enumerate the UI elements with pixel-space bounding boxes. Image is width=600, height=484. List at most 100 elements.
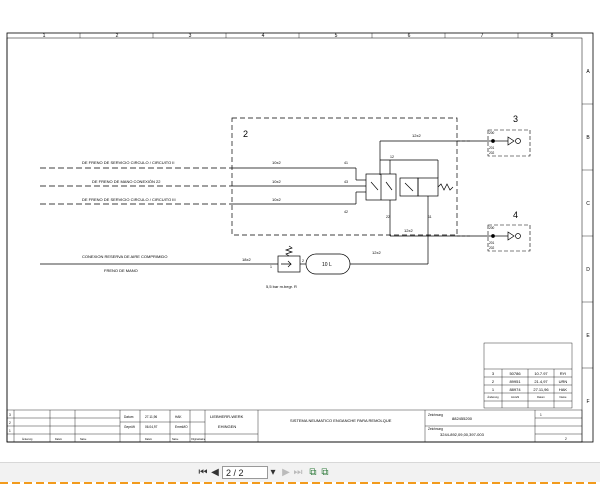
schematic-drawing: 1 2 3 4 5 6 7 8 A B C D E F 2 3 4 200 20… <box>6 32 594 443</box>
service-circuit-2-label: DE FRENO DE SERVICIO CIRCULO / CIRCUITO … <box>82 160 175 165</box>
section-2-box <box>231 117 458 236</box>
rev-cell: 3 <box>492 371 495 376</box>
port-label: 11 <box>428 215 432 219</box>
pipe-top <box>379 140 493 175</box>
revision-table <box>483 342 573 409</box>
rev-cell: HAK <box>559 387 568 392</box>
drawing-viewer: 1 2 3 4 5 6 7 8 A B C D E F 2 3 4 200 20… <box>6 32 594 443</box>
title-check-label: Geprüft <box>124 425 135 429</box>
column-label: 2 <box>116 33 119 39</box>
connector-label: 200 <box>489 226 495 230</box>
pipe-label: 18x2 <box>242 257 251 262</box>
rev-cell: URN <box>559 379 568 384</box>
row-ruler <box>582 103 593 369</box>
handbrake-label: DE FRENO DE MANO CONEXIÓN 22 <box>92 179 161 184</box>
company-name: LIEBHERR-WERK <box>210 414 244 419</box>
next-page-button[interactable]: ▶ <box>282 467 290 478</box>
sheet-code: 3244-892,09,00,397-003 <box>440 432 485 437</box>
last-page-button[interactable]: ⏭ <box>293 467 303 478</box>
drawing-no-label: Zeichnung <box>428 413 443 417</box>
row-label: B <box>586 135 590 141</box>
connector-label: 200 <box>489 131 495 135</box>
sheet-index: 1 <box>540 413 542 417</box>
pdf-toolbar: ⏮ ◀ 2 / 2 ▾ ▶ ⏭ ⧉ ⧉ <box>0 462 600 484</box>
tank-label: 10 L <box>322 262 332 268</box>
pipe-label: 10x2 <box>272 160 281 165</box>
title-sub-label: Name <box>172 438 179 441</box>
title-rev-footer: Name <box>80 438 87 441</box>
title-sub-label: Datum <box>145 438 152 441</box>
duplicate-icon[interactable]: ⧉ <box>321 467 329 478</box>
row-label: A <box>586 69 590 75</box>
title-rev-footer: Änderung <box>22 438 33 441</box>
connector-label: 201 <box>489 241 495 245</box>
title-day-name: HAK <box>175 415 182 419</box>
column-label: 3 <box>189 33 192 39</box>
outer-frame <box>6 32 594 443</box>
sheet-label: Zeichnung <box>428 427 443 431</box>
prev-page-button[interactable]: ◀ <box>211 467 219 478</box>
relief-label: 5,5 bar m.begr. R <box>266 284 297 289</box>
title-rev-index: 3 <box>9 413 11 417</box>
relief-valve <box>277 245 301 273</box>
port-label: 12 <box>390 155 394 159</box>
air-tank <box>305 253 351 275</box>
port-label: 42 <box>344 210 348 214</box>
column-label: 6 <box>408 33 411 39</box>
column-label: 5 <box>335 33 338 39</box>
column-ruler <box>79 33 519 38</box>
sheet-index: 2 <box>565 437 567 441</box>
title-check-value: 06.04,97 <box>145 425 158 429</box>
rev-cell: 10.7.97 <box>534 371 548 376</box>
rev-footer: Änderung <box>487 395 499 399</box>
column-label: 8 <box>551 33 554 39</box>
column-label: 7 <box>481 33 484 39</box>
company-city: EHINGEN <box>218 424 236 429</box>
coupling-top <box>491 136 521 146</box>
port-label: 2 <box>302 259 304 263</box>
reserve-air-label: CONEXION RESERVA DE AIRE COMPRIMIDO <box>82 254 167 259</box>
title-sub-label: Originalname <box>191 438 206 441</box>
internal-pipes <box>232 167 366 205</box>
section-4-box <box>487 224 531 252</box>
drawing-title: SISTEMA NEUMATICO ENGANCHE PARA REMOLQUE <box>290 418 392 423</box>
row-label: F <box>586 399 589 405</box>
title-day-label: Datum <box>124 415 134 419</box>
rev-footer: Anzahl <box>511 395 519 399</box>
service-circuit-3-label: DE FRENO DE SERVICIO CIRCULO / CIRCUITO … <box>82 197 176 202</box>
port-label: 1 <box>270 265 272 269</box>
section-4-label: 4 <box>513 210 518 220</box>
accent-strip <box>0 482 600 484</box>
title-day-value: 27.11,96 <box>145 415 157 419</box>
control-valve <box>365 159 454 236</box>
port-label: 22 <box>386 215 390 219</box>
row-label: D <box>586 267 590 273</box>
pipe-label-top: 12x2 <box>412 133 421 138</box>
port-label: 43 <box>344 180 348 184</box>
rev-cell: 21.4,97 <box>534 379 548 384</box>
title-check-name: EmmMO <box>175 425 188 429</box>
rev-cell: 88974 <box>509 387 521 392</box>
row-label: E <box>586 333 590 339</box>
title-block <box>6 409 583 443</box>
section-3-label: 3 <box>513 114 518 124</box>
title-rev-index: 1 <box>9 429 11 433</box>
title-rev-index: 2 <box>9 421 11 425</box>
column-label: 4 <box>262 33 265 39</box>
rev-cell: 89951 <box>509 379 521 384</box>
copy-icon[interactable]: ⧉ <box>309 467 317 478</box>
pipe-label-bottom: 12x2 <box>404 228 413 233</box>
rev-footer: Name <box>560 395 567 399</box>
pipe-bottom <box>389 214 493 237</box>
pipe-label: 10x2 <box>272 197 281 202</box>
connector-label: 201 <box>489 146 495 150</box>
page-dropdown-icon[interactable]: ▾ <box>270 467 276 478</box>
rev-cell: 1 <box>492 387 495 392</box>
coupling-bottom <box>491 231 521 241</box>
first-page-button[interactable]: ⏮ <box>198 467 208 478</box>
row-label: C <box>586 201 590 207</box>
section-2-label: 2 <box>243 129 248 139</box>
page-number-input[interactable]: 2 / 2 <box>222 466 268 479</box>
column-label: 1 <box>43 33 46 39</box>
rev-cell: RYI <box>560 371 567 376</box>
